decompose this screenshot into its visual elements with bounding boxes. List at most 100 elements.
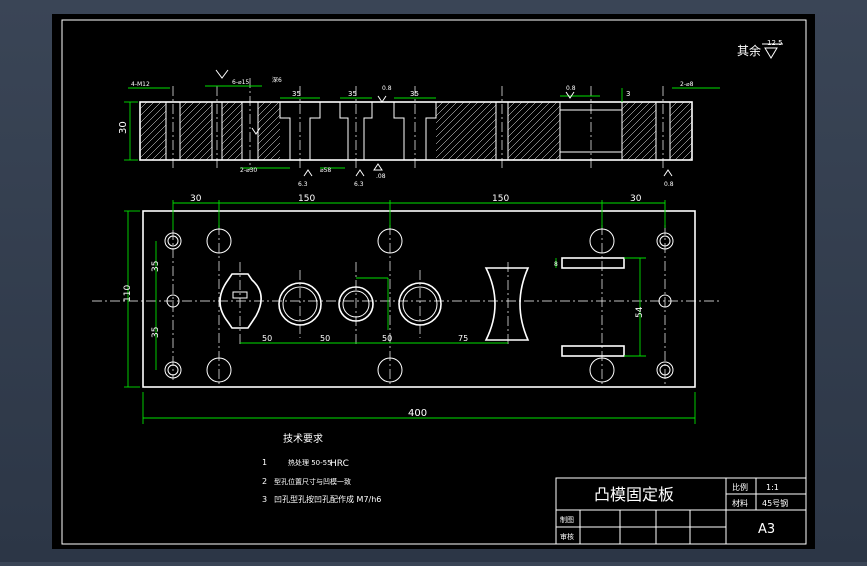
hatch-line xyxy=(257,135,281,159)
hatch-line xyxy=(257,114,281,138)
rough-f: 6.3 xyxy=(354,181,364,188)
dim-left-1: 35 xyxy=(151,261,161,272)
hatch-line xyxy=(191,139,213,161)
hatch-line xyxy=(221,123,243,145)
material-value: 45号钢 xyxy=(762,498,788,508)
hatch-line xyxy=(621,101,651,131)
callout-bore: ⌀58 xyxy=(320,167,331,174)
callout-m12: 4-M12 xyxy=(131,81,150,88)
section-view: 30 4-M12 6-⌀15 深6 35 35 35 2-⌀30 2-⌀8 ⌀5… xyxy=(118,69,720,188)
hatch-line xyxy=(669,101,692,124)
note-2-text: 型孔位置尺寸与凹模一致 xyxy=(274,477,351,486)
roughness-symbol xyxy=(762,43,783,59)
hatch-line xyxy=(144,138,167,161)
hatch-line xyxy=(179,118,213,152)
rough-h: 0.8 xyxy=(664,181,674,188)
sheet-size: A3 xyxy=(758,522,775,537)
hatch-line xyxy=(507,101,544,138)
hatch-line xyxy=(139,110,167,138)
hatch-line xyxy=(435,101,465,131)
hatch-line xyxy=(507,101,523,117)
hatch-line xyxy=(435,101,493,159)
note-2-number: 2 xyxy=(262,477,267,486)
dim-left-3: 35 xyxy=(151,327,161,338)
hatch-line xyxy=(435,101,451,117)
dim-overall-length: 400 xyxy=(408,408,427,419)
section-roughness-marks xyxy=(215,69,673,177)
dim-top-1: 30 xyxy=(190,194,202,204)
dim-bottom-1: 50 xyxy=(262,334,272,343)
dim-top-2: 150 xyxy=(298,194,315,204)
note-3-number: 3 xyxy=(262,495,267,504)
hatch-line xyxy=(507,101,558,152)
hatch-line xyxy=(257,101,266,110)
note-1-suffix: HRC xyxy=(330,459,349,469)
hatch-line xyxy=(507,101,537,131)
tol-box: .08 xyxy=(376,173,386,180)
hatch-line xyxy=(621,116,657,152)
rough-b: 0.8 xyxy=(566,85,576,92)
hatch-line xyxy=(454,118,497,161)
dim-counterbore-1: 35 xyxy=(292,90,301,98)
hatch-line xyxy=(621,101,637,117)
hatch-line xyxy=(669,135,693,159)
hatch-line xyxy=(179,101,209,131)
technical-notes: 技术要求 1 热处理 50-55 HRC 2 型孔位置尺寸与凹模一致 3 凹孔型… xyxy=(262,432,381,504)
hatch-line xyxy=(435,101,486,152)
dim-small: 8 xyxy=(554,261,558,268)
dim-r-small: 3 xyxy=(626,90,630,98)
note-1-number: 1 xyxy=(262,458,267,467)
material-label: 材料 xyxy=(732,498,748,508)
hatch-line xyxy=(507,101,530,124)
hatch-line xyxy=(688,156,693,161)
hatch-line xyxy=(257,101,273,117)
callout-pin-holes-right: 2-⌀8 xyxy=(680,81,694,88)
plan-dimensions xyxy=(124,200,696,424)
roughness-note: 其余 12.5 xyxy=(737,39,783,59)
hatch-line xyxy=(221,101,237,117)
hatch-line xyxy=(139,131,167,159)
hatch-line xyxy=(540,140,561,161)
hatch-line xyxy=(226,144,243,161)
hatch-line xyxy=(626,130,657,161)
hatch-line xyxy=(507,105,561,159)
roughness-label: 其余 xyxy=(737,43,761,58)
hatch-line xyxy=(633,137,657,161)
hatch-line xyxy=(257,107,281,131)
hatch-line xyxy=(547,147,561,161)
hatch-line xyxy=(221,109,243,131)
hatch-line xyxy=(669,128,693,152)
hatch-line xyxy=(669,107,693,131)
hatch-line xyxy=(435,101,458,124)
hatch-line xyxy=(669,121,693,145)
hatch-line xyxy=(440,104,497,161)
hatch-line xyxy=(526,126,561,161)
dim-right-value: 54 xyxy=(635,306,645,318)
hatch-line xyxy=(621,101,630,110)
hatch-line xyxy=(257,121,281,145)
hatch-line xyxy=(507,101,516,110)
hatch-line xyxy=(621,123,657,159)
hatch-line xyxy=(669,114,693,138)
hatch-line xyxy=(669,101,678,110)
hatch-line xyxy=(139,103,167,131)
section-hatching xyxy=(139,101,693,161)
callout-depth: 深6 xyxy=(272,76,282,84)
sheet-border xyxy=(61,19,807,545)
dim-left-2: 110 xyxy=(123,285,133,302)
hatch-line xyxy=(139,101,148,110)
dim-top-4: 30 xyxy=(630,194,642,204)
hatch-line xyxy=(507,101,551,145)
checker-label: 审核 xyxy=(560,532,574,541)
hatch-line xyxy=(435,101,479,145)
hatch-line xyxy=(221,101,230,110)
hatch-line xyxy=(205,153,213,161)
hatch-line xyxy=(139,117,167,145)
hatch-line xyxy=(674,142,693,161)
dim-counterbore-3: 35 xyxy=(410,90,419,98)
hatch-line xyxy=(139,101,162,124)
hatch-line xyxy=(221,137,243,159)
hatch-line xyxy=(621,102,657,138)
